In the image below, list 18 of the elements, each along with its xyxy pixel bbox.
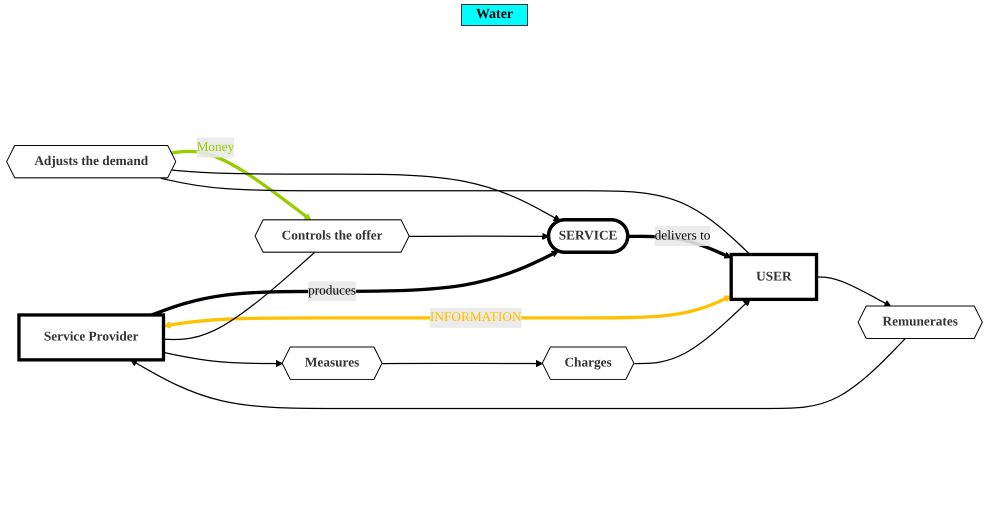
arrow-label: Water [460,4,528,26]
arrow [172,170,561,222]
edge-label: INFORMATION [430,310,522,325]
arrow [171,150,312,221]
edge-label: Money [196,140,234,154]
edge-label: produces [308,284,356,298]
arrow [130,338,906,410]
node-box: Service Provider [17,313,166,362]
connector [163,252,315,340]
connector [160,178,751,255]
arrow [382,360,544,368]
edge-label: delivers to [654,228,710,243]
arrow [163,295,732,329]
arrow [163,352,283,368]
arrow [410,232,550,240]
node-box: USER [730,252,818,302]
arrow [634,299,750,364]
arrow [816,276,892,307]
